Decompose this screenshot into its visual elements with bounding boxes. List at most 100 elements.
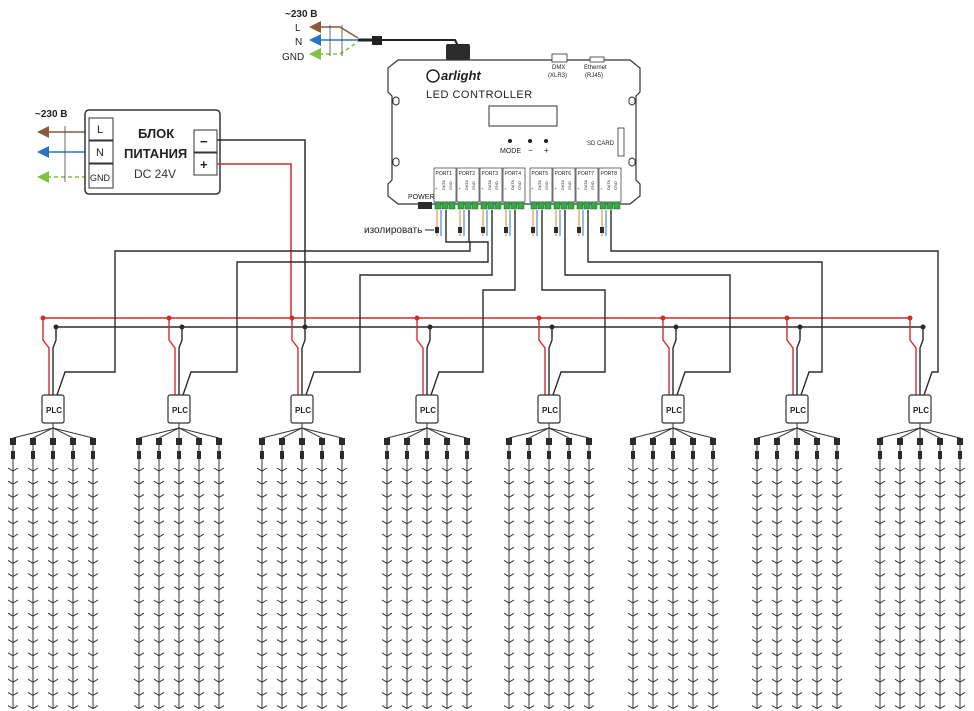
led-icon (193, 652, 205, 657)
led-icon (647, 573, 659, 578)
led-icon (874, 705, 886, 710)
led-icon (583, 599, 595, 604)
led-strand-wire (32, 423, 54, 708)
led-icon (193, 612, 205, 617)
led-icon (791, 599, 803, 604)
mode-button[interactable] (508, 139, 512, 143)
led-icon (401, 586, 413, 591)
strand-connector (547, 451, 551, 459)
led-strand-wire (158, 423, 180, 708)
led-strand-wire (301, 423, 343, 708)
led-icon (401, 573, 413, 578)
led-icon (687, 625, 699, 630)
led-icon (441, 691, 453, 696)
strand-connector (917, 438, 923, 445)
led-icon (687, 691, 699, 696)
led-icon (563, 705, 575, 710)
strand-connector (405, 451, 409, 459)
led-icon (543, 480, 555, 485)
led-icon (667, 533, 679, 538)
plus-button[interactable] (544, 139, 548, 143)
led-icon (421, 691, 433, 696)
led-strand-wire (281, 423, 303, 708)
led-icon (503, 599, 515, 604)
led-icon (381, 467, 393, 472)
led-icon (87, 652, 99, 657)
led-icon (831, 467, 843, 472)
isolate-note: изолировать (364, 225, 422, 236)
led-icon (153, 586, 165, 591)
led-icon (707, 705, 719, 710)
led-icon (7, 625, 19, 630)
led-icon (67, 586, 79, 591)
strand-connector (566, 438, 572, 445)
led-icon (811, 705, 823, 710)
plc-unit: PLC (381, 315, 473, 710)
pin-label: + (530, 187, 535, 190)
led-icon (7, 665, 19, 670)
led-icon (543, 520, 555, 525)
led-icon (627, 520, 639, 525)
led-icon (401, 652, 413, 657)
led-icon (441, 652, 453, 657)
led-icon (87, 665, 99, 670)
led-icon (771, 691, 783, 696)
psu-positive-wire (217, 163, 292, 318)
led-icon (914, 480, 926, 485)
led-icon (791, 480, 803, 485)
led-icon (316, 599, 328, 604)
led-icon (7, 639, 19, 644)
led-icon (831, 612, 843, 617)
led-icon (153, 639, 165, 644)
led-icon (667, 625, 679, 630)
led-icon (751, 705, 763, 710)
led-icon (316, 467, 328, 472)
led-icon (421, 625, 433, 630)
strand-connector (898, 451, 902, 459)
strand-connector (464, 438, 470, 445)
led-icon (316, 639, 328, 644)
led-icon (381, 480, 393, 485)
led-icon (831, 691, 843, 696)
led-icon (47, 691, 59, 696)
terminal-block (464, 201, 472, 210)
terminal-block (606, 201, 614, 210)
led-icon (27, 612, 39, 617)
led-icon (441, 573, 453, 578)
led-icon (153, 533, 165, 538)
led-icon (276, 665, 288, 670)
led-icon (213, 480, 225, 485)
led-icon (811, 691, 823, 696)
led-icon (583, 546, 595, 551)
led-icon (296, 467, 308, 472)
mains-gnd-wire (309, 41, 359, 60)
led-icon (771, 546, 783, 551)
minus-button[interactable] (528, 139, 532, 143)
led-icon (7, 599, 19, 604)
data-line (305, 210, 493, 396)
terminal-block (510, 201, 518, 210)
led-icon (583, 480, 595, 485)
led-icon (934, 559, 946, 564)
led-icon (316, 652, 328, 657)
led-icon (583, 493, 595, 498)
led-icon (47, 467, 59, 472)
plc-unit: PLC (751, 315, 843, 710)
led-icon (173, 705, 185, 710)
strand-connector (299, 438, 305, 445)
isolation-cap (458, 227, 462, 233)
led-icon (503, 586, 515, 591)
terminal-block (576, 201, 584, 210)
led-icon (771, 665, 783, 670)
led-icon (193, 493, 205, 498)
led-icon (173, 665, 185, 670)
led-icon (647, 599, 659, 604)
led-controller: arlight LED CONTROLLER MODE − + DMX (XLR… (387, 53, 641, 210)
led-icon (831, 507, 843, 512)
strand-connector (196, 438, 202, 445)
led-icon (87, 533, 99, 538)
led-icon (276, 520, 288, 525)
led-icon (583, 652, 595, 657)
plc-negative-feed (426, 327, 431, 395)
